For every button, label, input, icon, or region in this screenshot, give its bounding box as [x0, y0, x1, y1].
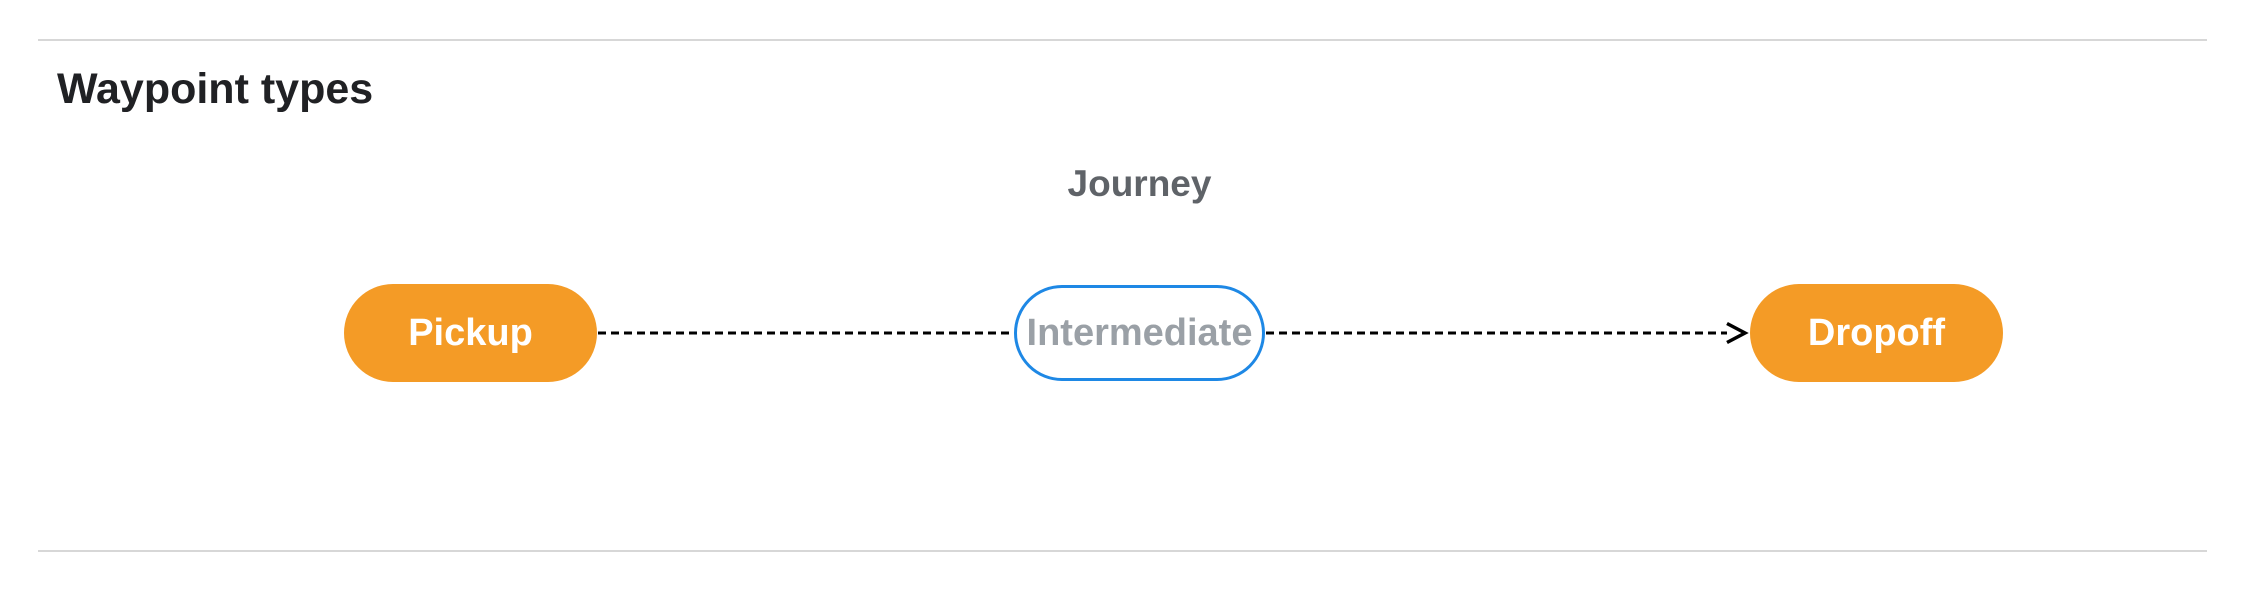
journey-label: Journey: [1067, 163, 1212, 204]
bottom-divider: [38, 550, 2207, 552]
node-intermediate: Intermediate: [1014, 285, 1265, 381]
node-dropoff: Dropoff: [1750, 284, 2003, 382]
node-pickup: Pickup: [344, 284, 597, 382]
section-heading: Waypoint types: [57, 65, 374, 113]
arrowhead-icon: [1726, 321, 1749, 345]
top-divider: [38, 39, 2207, 41]
